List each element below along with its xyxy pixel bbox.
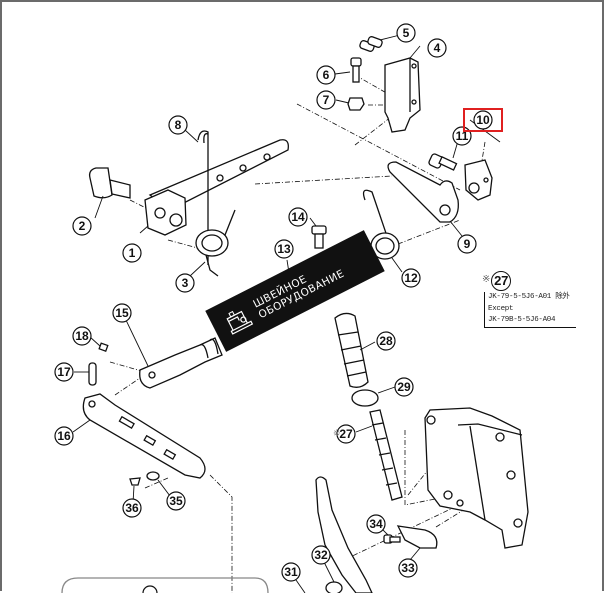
note-part-number: 27	[491, 271, 512, 291]
part-35-washer	[146, 471, 160, 481]
callout-33[interactable]: 33	[398, 558, 418, 578]
note-marker: ※	[482, 275, 491, 287]
part-9-lever	[387, 161, 459, 223]
sub-assembly-panel	[61, 577, 269, 593]
svg-text:15: 15	[115, 306, 129, 320]
svg-text:5: 5	[403, 26, 410, 40]
part-5-screws	[359, 36, 383, 52]
callout-10[interactable]: 10	[473, 110, 493, 130]
svg-text:6: 6	[323, 68, 330, 82]
part-4-bracket	[384, 57, 421, 133]
svg-text:28: 28	[379, 334, 393, 348]
part-3-spring	[195, 209, 236, 277]
part-8-arm	[148, 130, 289, 265]
svg-text:33: 33	[401, 561, 415, 575]
watermark-banner: ШВЕЙНОЕ ОБОРУДОВАНИЕ	[205, 230, 385, 352]
part-12-spring	[362, 189, 400, 260]
svg-text:29: 29	[397, 380, 411, 394]
note-header: ※ 27	[482, 271, 576, 291]
note-line-1: JK-79-5-5J6-A01 除外	[488, 293, 570, 301]
part-1-block	[144, 189, 187, 236]
svg-text:16: 16	[57, 429, 71, 443]
svg-text:2: 2	[79, 219, 86, 233]
part-17-pin	[88, 362, 97, 386]
part-33-bracket	[396, 525, 438, 549]
callout-32[interactable]: 32	[311, 545, 331, 565]
svg-text:14: 14	[291, 210, 305, 224]
callout-6[interactable]: 6	[316, 65, 336, 85]
svg-text:4: 4	[434, 41, 441, 55]
callout-16[interactable]: 16	[54, 426, 74, 446]
callout-9[interactable]: 9	[457, 234, 477, 254]
svg-text:31: 31	[284, 565, 298, 579]
note-marker-27: ※	[333, 429, 341, 439]
callout-8[interactable]: 8	[168, 115, 188, 135]
svg-text:10: 10	[476, 113, 490, 127]
callout-4[interactable]: 4	[427, 38, 447, 58]
callout-3[interactable]: 3	[175, 273, 195, 293]
svg-text:36: 36	[125, 501, 139, 515]
part-18-setscrew	[98, 342, 109, 353]
callout-5[interactable]: 5	[396, 23, 416, 43]
part-6-bolt	[350, 57, 362, 83]
sewing-machine-icon	[226, 310, 254, 335]
callout-1[interactable]: 1	[122, 243, 142, 263]
svg-text:34: 34	[369, 517, 383, 531]
part-10-clamp	[464, 159, 493, 201]
part-2-pin	[88, 167, 131, 199]
note-lines: JK-79-5-5J6-A01 除外 Except JK-79B-5-5J6-A…	[484, 292, 576, 328]
part-36-screw	[129, 477, 141, 486]
callout-12[interactable]: 12	[401, 268, 421, 288]
note-line-2: Except	[488, 304, 514, 313]
part-29-nut	[351, 389, 379, 407]
svg-text:13: 13	[277, 242, 291, 256]
svg-text:27: 27	[339, 427, 353, 441]
part-14-screw	[311, 225, 327, 249]
callout-27[interactable]: 27	[336, 424, 356, 444]
part-16-lever	[82, 393, 206, 479]
part-27-spring	[369, 409, 403, 501]
knee-lever	[315, 476, 373, 593]
svg-text:17: 17	[57, 365, 71, 379]
svg-text:11: 11	[456, 129, 469, 143]
svg-text:32: 32	[314, 548, 328, 562]
svg-text:9: 9	[464, 237, 471, 251]
svg-text:8: 8	[175, 118, 182, 132]
svg-text:7: 7	[323, 93, 330, 107]
callout-7[interactable]: 7	[316, 90, 336, 110]
callout-17[interactable]: 17	[54, 362, 74, 382]
callout-14[interactable]: 14	[288, 207, 308, 227]
svg-text:3: 3	[182, 276, 189, 290]
part-15-shaft	[139, 337, 223, 389]
callout-2[interactable]: 2	[72, 216, 92, 236]
part-34-screw	[383, 534, 401, 544]
svg-text:12: 12	[404, 271, 418, 285]
callout-35[interactable]: 35	[166, 491, 186, 511]
callout-28[interactable]: 28	[376, 331, 396, 351]
callout-29[interactable]: 29	[394, 377, 414, 397]
callout-13[interactable]: 13	[274, 239, 294, 259]
mounting-plate	[424, 407, 529, 549]
callout-15[interactable]: 15	[112, 303, 132, 323]
part-28-sleeve	[334, 312, 369, 388]
svg-text:18: 18	[75, 329, 89, 343]
part-11-screw	[428, 153, 458, 171]
selected-part-highlight	[463, 108, 503, 132]
svg-text:35: 35	[169, 494, 183, 508]
assembly-lines	[109, 74, 521, 593]
svg-text:1: 1	[129, 246, 136, 260]
part-7-nut	[347, 97, 365, 111]
note-line-3: JK-79B-5-5J6-A04	[488, 316, 556, 324]
callout-36[interactable]: 36	[122, 498, 142, 518]
callout-18[interactable]: 18	[72, 326, 92, 346]
callout-34[interactable]: 34	[366, 514, 386, 534]
part-32-nut	[325, 581, 343, 593]
part-note: ※ 27 JK-79-5-5J6-A01 除外 Except JK-79B-5-…	[482, 271, 576, 328]
callout-31[interactable]: 31	[281, 562, 301, 582]
